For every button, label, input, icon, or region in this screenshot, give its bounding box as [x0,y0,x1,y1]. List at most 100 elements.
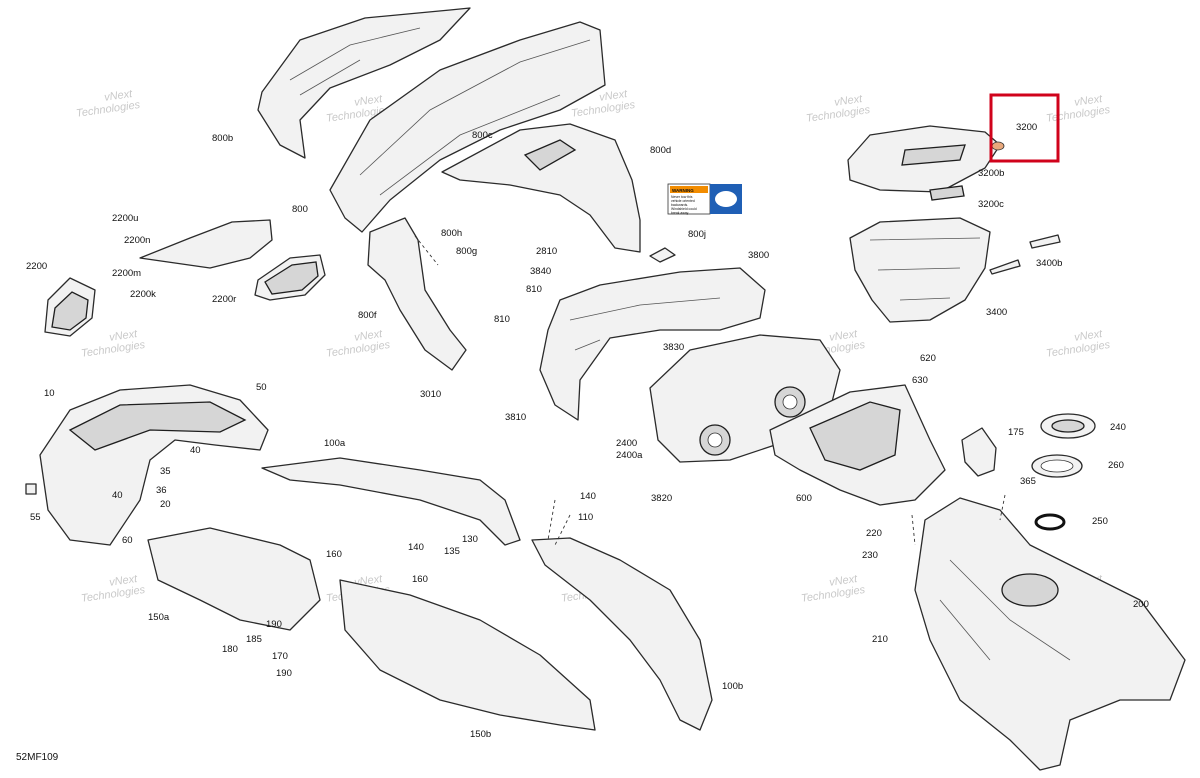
warning-title: WARNING [672,188,694,193]
highlight-box-3200 [989,93,1060,163]
tow-icon [715,191,737,207]
bracket-175 [961,427,997,477]
callout-20: 20 [160,499,171,510]
figure-id: 52MF109 [16,752,59,763]
callout-40: 40 [190,445,201,456]
watermark-text: vNext [353,93,383,109]
side-panel-150b [339,579,596,731]
callout-185: 185 [246,634,262,645]
lid-latch-3200 [991,141,1005,151]
panel-800d [441,123,641,253]
watermark-text: vNext [1073,93,1103,109]
callout-2200m: 2200m [112,268,141,279]
fairing-800b-detail [289,27,421,96]
callout-60: 60 [122,535,133,546]
mirror-left-glass [51,291,89,331]
callout-36: 36 [156,485,167,496]
support-3800 [539,267,766,421]
assembly-lines [414,235,1006,546]
callout-2400a: 2400a [616,450,643,461]
callout-800: 800 [292,204,308,215]
callout-190: 190 [266,619,282,630]
callout-3400b: 3400b [1036,258,1062,269]
callout-130: 130 [462,534,478,545]
storage-lid-strip [901,144,966,166]
warning-line-1: Never tow this [671,195,693,199]
callout-220: 220 [866,528,882,539]
front-grille [68,401,247,451]
callout-800b: 800b [212,133,233,144]
tank-cover-200 [914,497,1186,771]
callout-10: 10 [44,388,55,399]
callout-100b: 100b [722,681,743,692]
watermark-text: vNext [103,88,133,104]
callout-800d: 800d [650,145,671,156]
windscreen-800 [329,21,606,233]
callout-170: 170 [272,651,288,662]
watermark-text: vNext [598,88,628,104]
callout-810: 810 [494,314,510,325]
watermark-text: vNext [833,93,863,109]
decal-piece [649,247,676,263]
warning-decal-800j: WARNING Never tow this vehicle oriented … [649,183,742,263]
warning-line-3: backwards. [671,203,688,207]
part-shapes: WARNING Never tow this vehicle oriented … [25,7,1186,771]
watermark-text: vNext [108,328,138,344]
callout-3820: 3820 [651,493,672,504]
side-panel-100a [261,457,521,546]
callout-800c: 800c [472,130,493,141]
latch-3200b [929,185,965,201]
callout-150b: 150b [470,729,491,740]
watermark-text: vNext [353,328,383,344]
panel-800d-vent [523,139,577,171]
callout-2810: 2810 [536,246,557,257]
callout-160: 160 [326,549,342,560]
warning-line-5: break away. [671,211,689,215]
gauge-window-600 [809,401,901,471]
storage-bin-detail [869,237,981,301]
tank-cover-opening [1001,573,1059,607]
callout-190: 190 [276,668,292,679]
callout-810: 810 [526,284,542,295]
callout-3010: 3010 [420,389,441,400]
watermark-text: vNext [828,573,858,589]
mirror-right-glass [264,261,319,295]
callout-2200n: 2200n [124,235,150,246]
warning-line-2: vehicle oriented [671,199,695,203]
callout-3830: 3830 [663,342,684,353]
strip-3400b-a [1029,234,1061,249]
callout-160: 160 [412,574,428,585]
callout-40: 40 [112,490,123,501]
callout-3200: 3200 [1016,122,1037,133]
callout-140: 140 [408,542,424,553]
callout-150a: 150a [148,612,170,623]
callout-200: 200 [1133,599,1149,610]
callout-2200u: 2200u [112,213,138,224]
callout-2200: 2200 [26,261,47,272]
callout-230: 230 [862,550,878,561]
watermark-text: vNext [108,573,138,589]
callout-135: 135 [444,546,460,557]
side-panel-100b [531,537,713,731]
callout-100a: 100a [324,438,346,449]
support-3800-detail [569,297,721,351]
callout-175: 175 [1008,427,1024,438]
warning-line-4: Windshield could [671,207,697,211]
badge-55 [25,483,37,495]
tank-cover-detail [939,559,1071,661]
callout-260: 260 [1108,460,1124,471]
callout-630: 630 [912,375,928,386]
callout-3200c: 3200c [978,199,1004,210]
callout-2400: 2400 [616,438,637,449]
callout-800f: 800f [358,310,377,321]
callout-140: 140 [580,491,596,502]
callout-35: 35 [160,466,171,477]
strip-3400b-b [989,259,1021,275]
windscreen-800-detail [359,39,591,196]
callout-240: 240 [1110,422,1126,433]
callout-2200r: 2200r [212,294,236,305]
callout-55: 55 [30,512,41,523]
